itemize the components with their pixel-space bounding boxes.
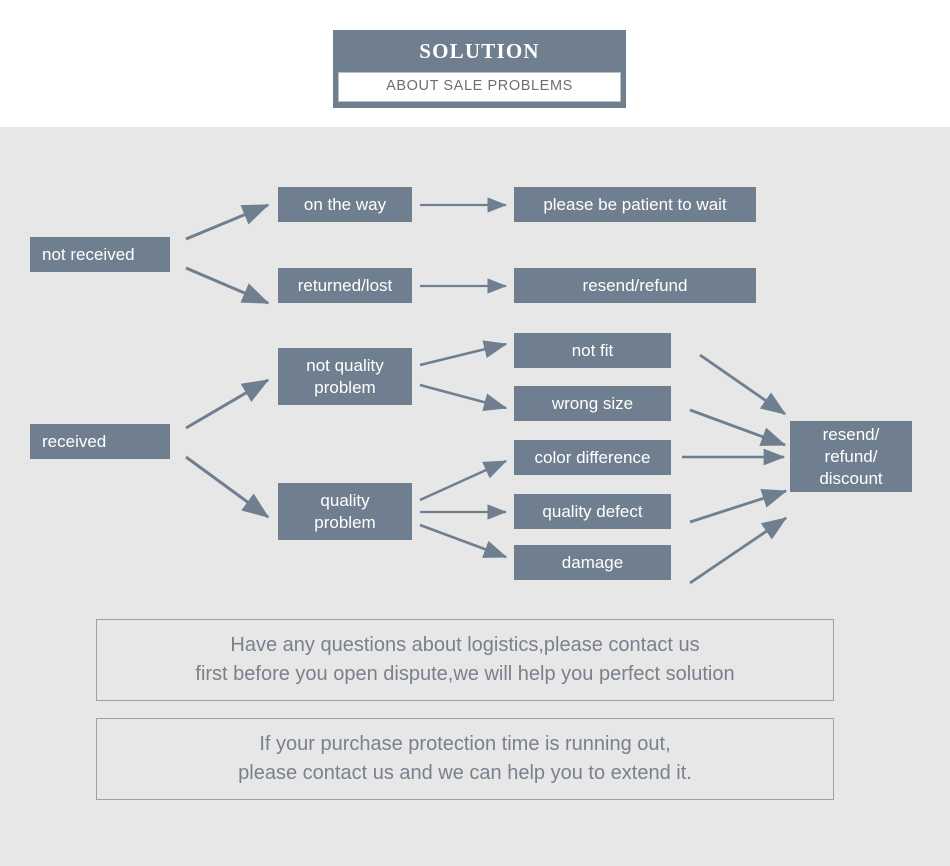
node-label-line: quality — [320, 490, 370, 510]
note-line: If your purchase protection time is runn… — [259, 733, 671, 755]
node-please-be-patient-to-wait[interactable]: please be patient to wait — [514, 187, 756, 222]
node-on-the-way[interactable]: on the way — [278, 187, 412, 222]
node-quality-defect[interactable]: quality defect — [514, 494, 671, 529]
header-subtitle: ABOUT SALE PROBLEMS — [338, 72, 621, 102]
edge-not-quality-problem-to-not-fit — [419, 340, 508, 367]
node-not-received[interactable]: not received — [30, 237, 170, 272]
node-label-line: not quality — [306, 355, 384, 375]
node-wrong-size[interactable]: wrong size — [514, 386, 671, 421]
node-quality-problem[interactable]: quality problem — [278, 483, 412, 540]
node-returned-lost[interactable]: returned/lost — [278, 268, 412, 303]
node-resend-refund-discount[interactable]: resend/ refund/ discount — [790, 421, 912, 492]
edge-quality-problem-to-damage — [419, 523, 508, 559]
edge-quality-problem-to-color-difference — [419, 459, 508, 502]
header-title-bar: SOLUTION — [333, 30, 626, 68]
header-subtitle-frame: ABOUT SALE PROBLEMS — [333, 68, 626, 108]
node-damage[interactable]: damage — [514, 545, 671, 580]
edge-wrong-size-to-final — [689, 408, 787, 447]
note-line: Have any questions about logistics,pleas… — [230, 634, 700, 656]
note-line: first before you open dispute,we will he… — [195, 663, 735, 685]
flowchart: not received received on the way returne… — [0, 127, 950, 866]
edge-received-to-not-quality-problem — [185, 378, 270, 430]
edge-not-quality-problem-to-wrong-size — [419, 383, 508, 412]
node-color-difference[interactable]: color difference — [514, 440, 671, 475]
node-label-line: resend/ — [822, 424, 880, 444]
note-line: please contact us and we can help you to… — [238, 762, 692, 784]
node-label-line: discount — [819, 468, 883, 488]
edge-received-to-quality-problem — [185, 455, 270, 519]
note-panel-protection-time: If your purchase protection time is runn… — [96, 718, 834, 800]
node-label-line: problem — [314, 512, 376, 532]
content-panel: not received received on the way returne… — [0, 127, 950, 866]
edge-not-received-to-on-the-way — [185, 203, 270, 241]
node-resend-refund[interactable]: resend/refund — [514, 268, 756, 303]
note-panel-logistics: Have any questions about logistics,pleas… — [96, 619, 834, 701]
header-banner: SOLUTION ABOUT SALE PROBLEMS — [333, 30, 626, 108]
node-not-fit[interactable]: not fit — [514, 333, 671, 368]
node-label-line: problem — [314, 377, 376, 397]
edge-damage-to-final — [689, 516, 788, 585]
page-title: SOLUTION — [419, 39, 540, 63]
node-not-quality-problem[interactable]: not quality problem — [278, 348, 412, 405]
node-received[interactable]: received — [30, 424, 170, 459]
flow-arrow-layer — [185, 197, 788, 585]
node-label-line: refund/ — [824, 446, 878, 466]
edge-not-fit-to-final — [699, 353, 787, 416]
edge-quality-defect-to-final — [689, 488, 788, 524]
edge-not-received-to-returned-lost — [185, 266, 270, 305]
